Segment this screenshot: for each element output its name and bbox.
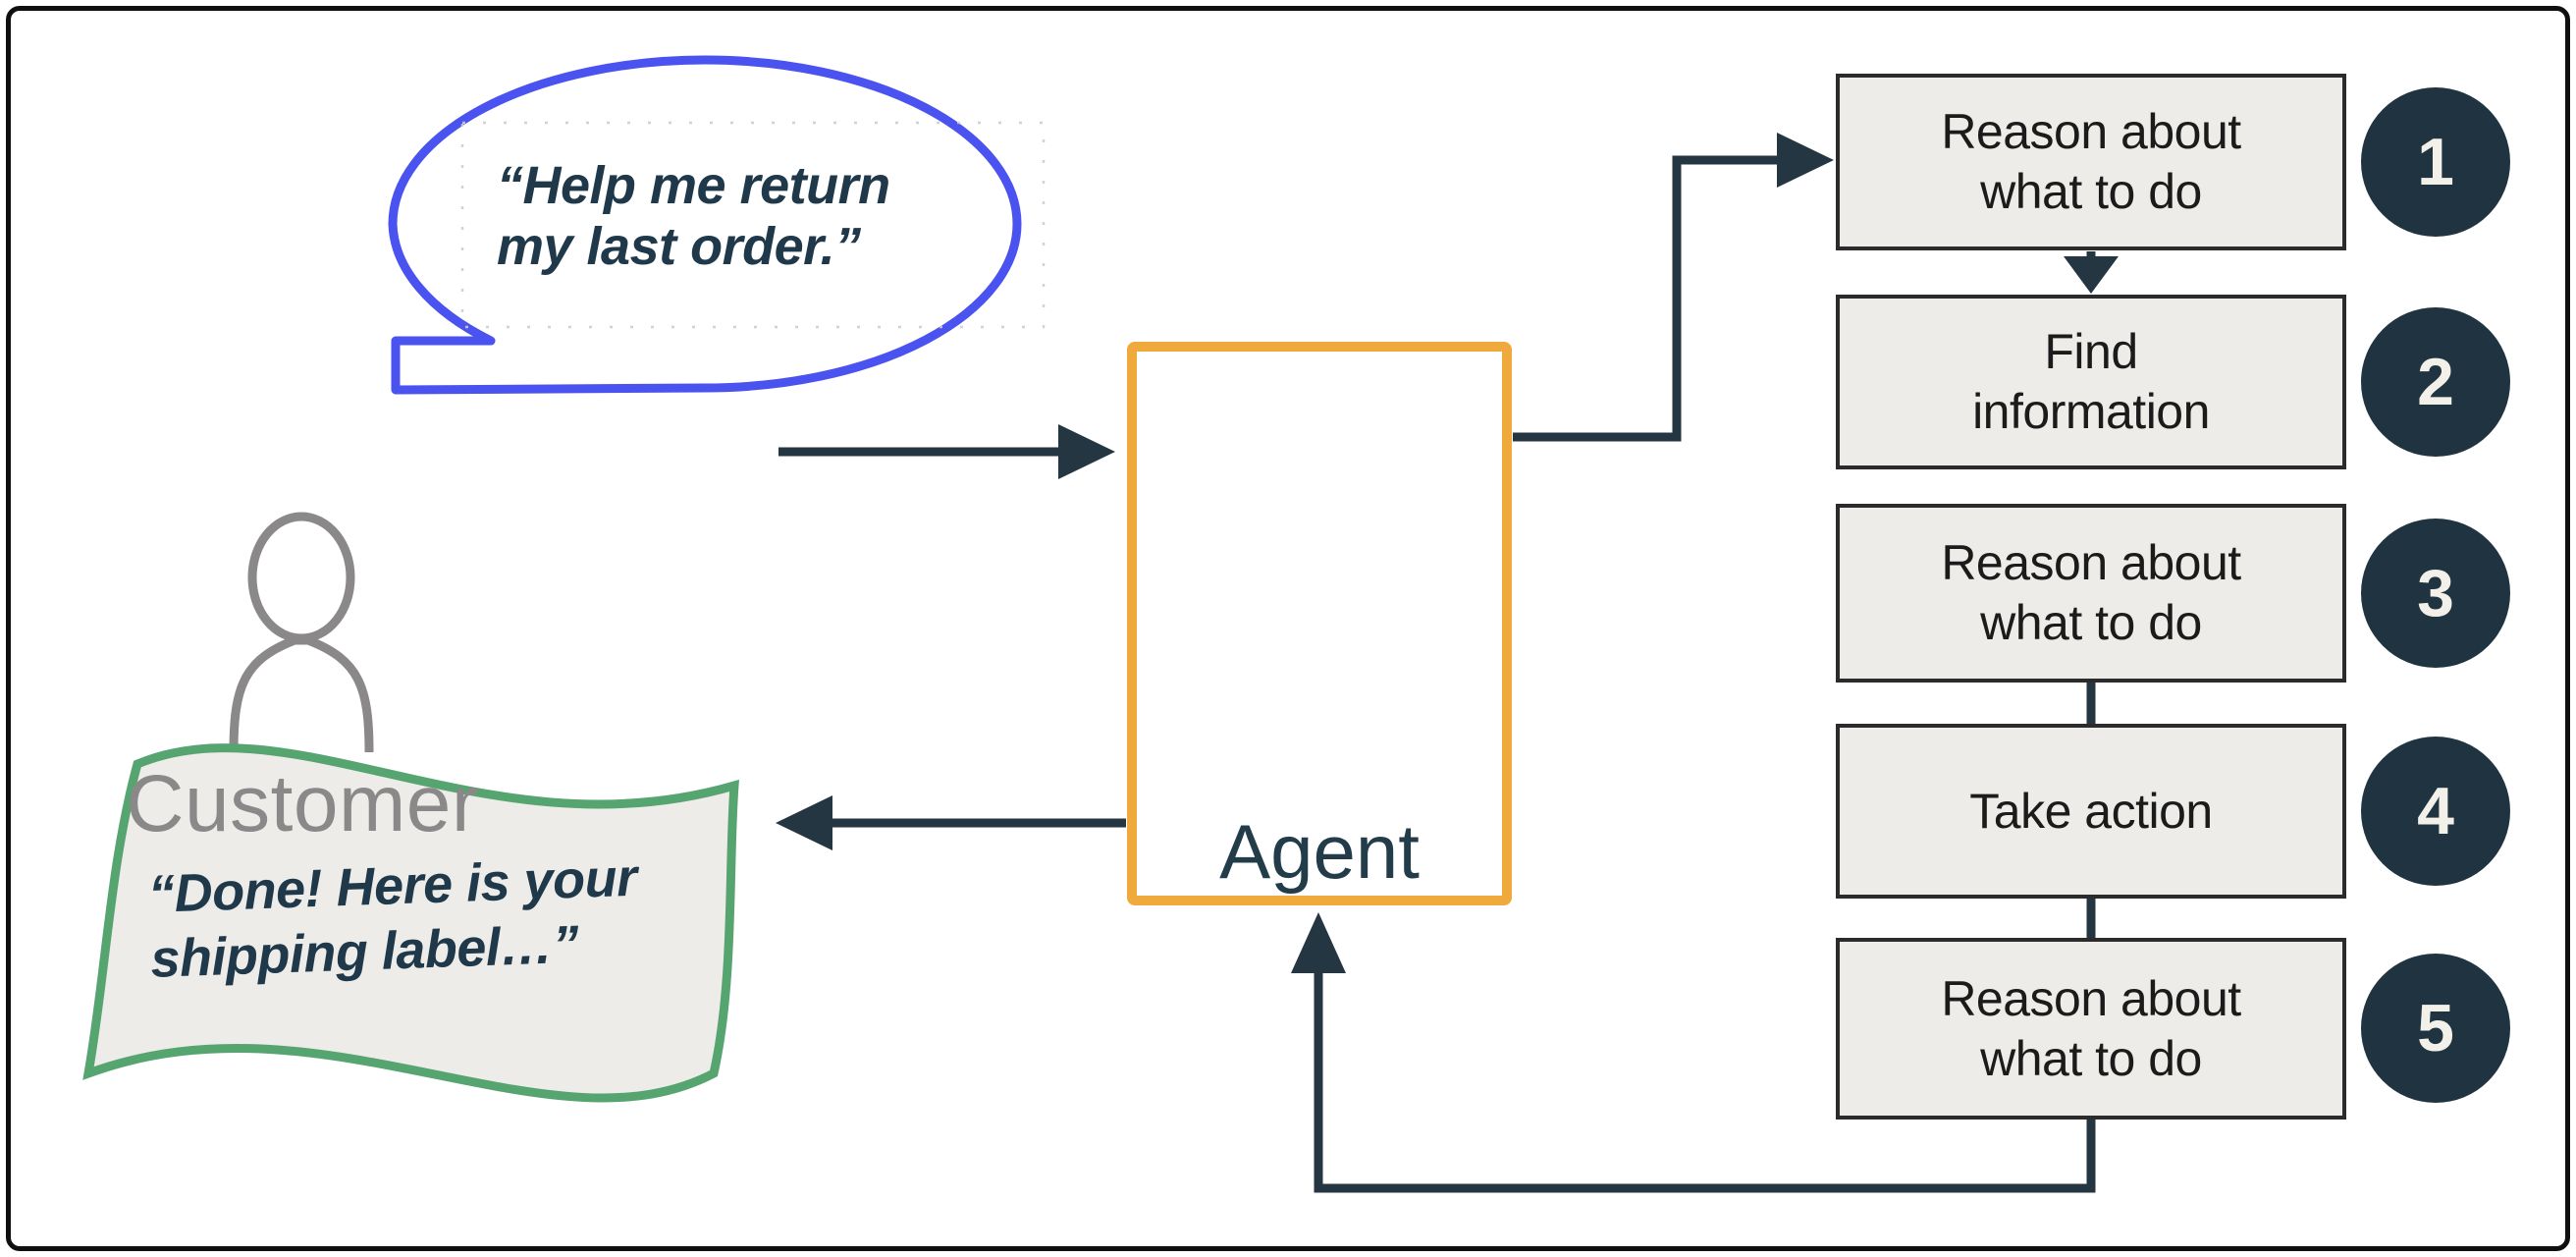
step-badge-5: 5 [2361, 954, 2510, 1103]
step-number-5: 5 [2417, 991, 2454, 1066]
arrowhead-into-step2 [2064, 256, 2119, 294]
arrowhead-into-banner [776, 795, 832, 850]
step-box-4: Take action [1836, 724, 2346, 899]
step-number-2: 2 [2417, 345, 2454, 419]
dotted-text-frame [460, 121, 1046, 329]
step-box-3: Reason about what to do [1836, 504, 2346, 683]
step-box-1: Reason about what to do [1836, 74, 2346, 250]
connector-agent-to-step1 [1513, 155, 1777, 442]
step-badge-4: 4 [2361, 737, 2510, 886]
step-label-3: Reason about what to do [1941, 535, 2241, 650]
step-number-4: 4 [2417, 774, 2454, 848]
agent-box [1127, 342, 1512, 905]
step-label-4: Take action [1969, 783, 2213, 839]
arrowhead-into-agent-left [1058, 424, 1115, 479]
customer-label: Customer [126, 759, 479, 848]
agent-label: Agent [1219, 808, 1420, 895]
arrowhead-into-step1 [1777, 133, 1834, 188]
step-badge-1: 1 [2361, 87, 2510, 237]
customer-bubble-text: “Help me return my last order.” [497, 156, 890, 276]
step-badge-2: 2 [2361, 307, 2510, 457]
shipping-label-banner-shape [82, 743, 739, 1103]
step-number-1: 1 [2417, 125, 2454, 199]
step-label-5: Reason about what to do [1941, 970, 2241, 1086]
step-box-2: Find information [1836, 295, 2346, 469]
speech-bubble-shape [388, 55, 1022, 395]
step-label-1: Reason about what to do [1941, 104, 2241, 219]
step-label-2: Find information [1972, 324, 2210, 439]
step-number-3: 3 [2417, 556, 2454, 630]
banner-text: “Done! Here is your shipping label…” [147, 847, 638, 989]
step-badge-3: 3 [2361, 519, 2510, 668]
step-box-5: Reason about what to do [1836, 938, 2346, 1120]
customer-person-icon [229, 512, 374, 753]
arrowheads [776, 133, 2119, 973]
connector-step5-to-agent-loop [1314, 972, 2096, 1193]
arrowhead-into-agent-bottom [1291, 912, 1346, 973]
